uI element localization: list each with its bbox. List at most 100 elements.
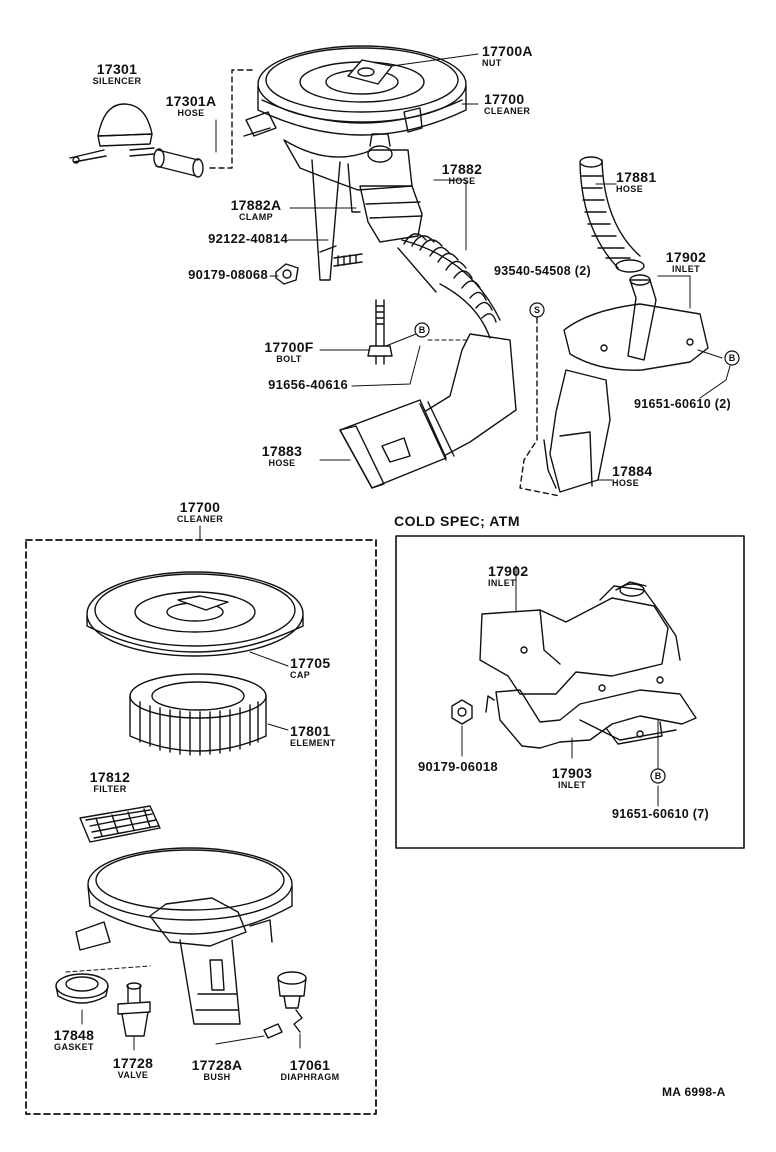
part-number: 17883 xyxy=(261,443,303,459)
part-name: HOSE xyxy=(177,108,205,118)
part-number: 17700A xyxy=(482,43,533,59)
element-17801-drawing xyxy=(129,673,267,756)
silencer-drawing xyxy=(69,103,155,164)
cold-spec-title: COLD SPEC; ATM xyxy=(394,513,520,529)
label-17882a: 17882A CLAMP xyxy=(220,198,292,222)
label-17902-top: 17902 INLET xyxy=(656,250,716,274)
label-17902-cold: 17902 INLET xyxy=(488,564,528,588)
diaphragm-17061-drawing xyxy=(277,971,307,1033)
circle-s-text: S xyxy=(534,305,540,315)
part-number: 17801 xyxy=(290,723,331,739)
label-90179-08068: 90179-08068 xyxy=(150,268,268,281)
part-name: INLET xyxy=(672,264,700,274)
part-number: 17902 xyxy=(488,563,529,579)
circle-b-text-2: B xyxy=(729,353,736,363)
inlet-17903-drawing xyxy=(485,689,697,749)
part-number: 17700 xyxy=(484,91,525,107)
label-17801: 17801 ELEMENT xyxy=(290,724,336,748)
label-90179-06018: 90179-06018 xyxy=(418,760,498,773)
label-91656: 91656-40616 xyxy=(226,378,348,391)
corrugated-hose-17882-drawing xyxy=(397,233,501,339)
cap-17705-drawing xyxy=(86,571,304,657)
label-17848: 17848 GASKET xyxy=(44,1028,104,1052)
valve-17728-drawing xyxy=(117,982,151,1037)
label-92122: 92122-40814 xyxy=(172,232,288,245)
part-name: BOLT xyxy=(276,354,302,364)
circle-b-text-3: B xyxy=(655,771,662,781)
part-number: 90179-08068 xyxy=(188,267,268,282)
label-17883: 17883 HOSE xyxy=(250,444,314,468)
label-17301a: 17301A HOSE xyxy=(158,94,224,118)
circle-b-text-1: B xyxy=(419,325,426,335)
label-17884: 17884 HOSE xyxy=(612,464,652,488)
part-number: 92122-40814 xyxy=(208,231,288,246)
part-name: CAP xyxy=(290,670,311,680)
label-91651-7: 91651-60610 (7) xyxy=(612,808,709,821)
circle-b-marker-2 xyxy=(724,350,740,366)
label-93540: 93540-54508 (2) xyxy=(494,265,591,278)
part-number: 93540-54508 (2) xyxy=(494,264,591,278)
hose-17884-drawing xyxy=(543,369,611,493)
label-17700a: 17700A NUT xyxy=(482,44,533,68)
part-name: CLEANER xyxy=(484,106,531,116)
part-number: 17700 xyxy=(179,499,221,515)
air-cleaner-assembly-drawing xyxy=(243,45,467,281)
stud-bolt-drawing xyxy=(333,253,363,267)
part-name: DIAPHRAGM xyxy=(280,1072,340,1082)
part-name: HOSE xyxy=(612,478,640,488)
part-name: GASKET xyxy=(54,1042,94,1052)
label-17812: 17812 FILTER xyxy=(80,770,140,794)
part-name: NUT xyxy=(482,58,502,68)
part-name: INLET xyxy=(558,780,586,790)
part-name: VALVE xyxy=(117,1070,149,1080)
hose-17881-drawing xyxy=(579,156,645,273)
label-17700f: 17700F BOLT xyxy=(254,340,324,364)
inlet-17902-cold-drawing xyxy=(479,581,681,695)
label-17700-top: 17700 CLEANER xyxy=(484,92,530,116)
part-name: HOSE xyxy=(616,184,644,194)
part-number: 17882A xyxy=(230,197,282,213)
part-number: 90179-06018 xyxy=(418,759,498,774)
bush-17728a-drawing xyxy=(215,1023,283,1045)
gasket-17848-drawing xyxy=(55,973,109,1004)
diagram-code: MA 6998-A xyxy=(662,1085,726,1099)
part-number: 91651-60610 (7) xyxy=(612,807,709,821)
top-leader-lines xyxy=(215,53,691,481)
label-17728: 17728 VALVE xyxy=(104,1056,162,1080)
part-name: FILTER xyxy=(93,784,127,794)
part-number: 17700F xyxy=(264,339,314,355)
part-name: SILENCER xyxy=(92,76,142,86)
label-17061: 17061 DIAPHRAGM xyxy=(270,1058,350,1082)
label-91651-2: 91651-60610 (2) xyxy=(634,398,731,411)
part-number: 17061 xyxy=(289,1057,331,1073)
nut-90179-drawing xyxy=(275,263,299,285)
part-number: 17902 xyxy=(665,249,707,265)
part-name: HOSE xyxy=(448,176,476,186)
silencer-link-dashed xyxy=(209,69,257,169)
part-number: 17728A xyxy=(191,1057,243,1073)
label-17301: 17301 SILENCER xyxy=(82,62,152,86)
part-name: INLET xyxy=(488,578,516,588)
label-17881: 17881 HOSE xyxy=(616,170,656,194)
label-17728a: 17728A BUSH xyxy=(182,1058,252,1082)
label-17705: 17705 CAP xyxy=(290,656,330,680)
part-number: 17848 xyxy=(53,1027,95,1043)
part-number: 17903 xyxy=(551,765,593,781)
part-name: CLEANER xyxy=(176,514,224,524)
part-number: 17301A xyxy=(165,93,217,109)
part-name: CLAMP xyxy=(239,212,273,222)
hose-17883-drawing xyxy=(339,333,517,489)
cold-spec-box xyxy=(395,535,745,849)
cleaner-exploded-box xyxy=(25,539,377,1115)
part-number: 17705 xyxy=(290,655,331,671)
circle-b-marker-3 xyxy=(650,768,666,784)
part-name: HOSE xyxy=(268,458,296,468)
label-17700-box: 17700 CLEANER xyxy=(168,500,232,524)
part-number: 91651-60610 (2) xyxy=(634,397,731,411)
label-17882: 17882 HOSE xyxy=(432,162,492,186)
s-link-dashed xyxy=(519,317,561,497)
bolt-17700f-drawing xyxy=(367,299,393,365)
part-number: 17884 xyxy=(612,463,653,479)
part-number: 17882 xyxy=(441,161,483,177)
